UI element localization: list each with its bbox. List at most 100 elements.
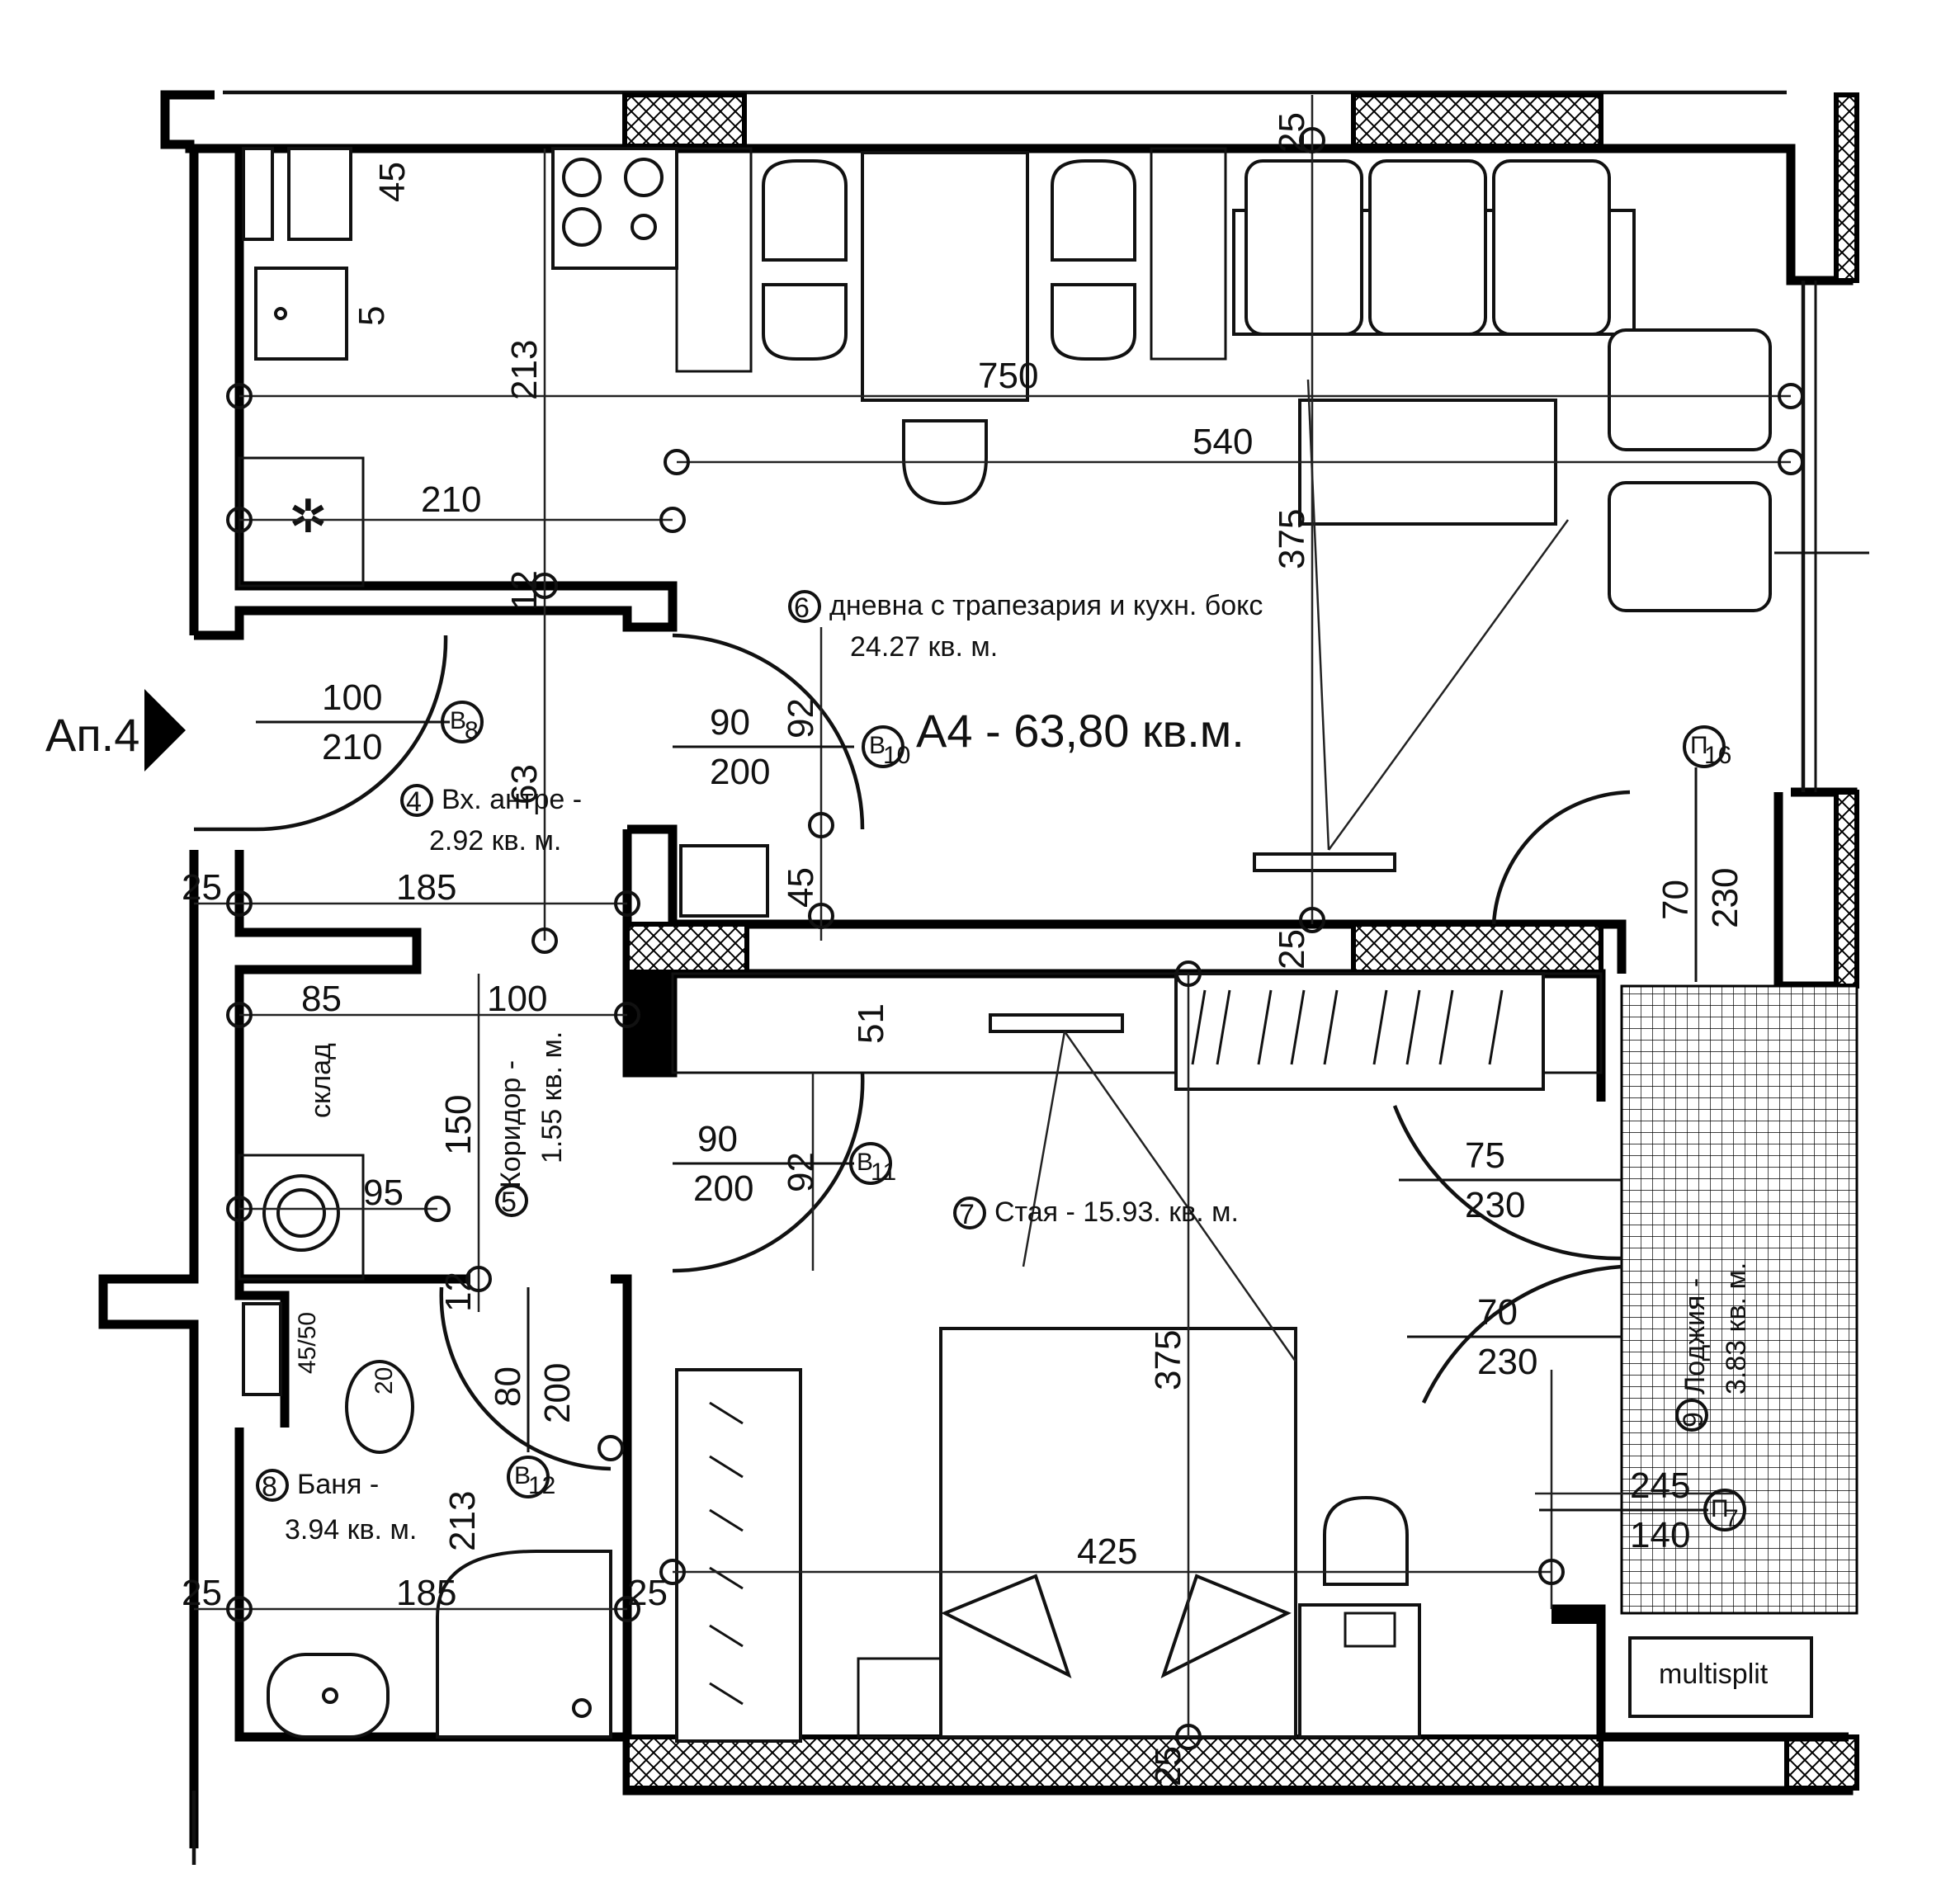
sofa-cushion — [1492, 159, 1611, 336]
ac-label: multisplit — [1659, 1659, 1769, 1690]
water-heater — [242, 1302, 282, 1396]
door-tag-badge — [862, 725, 904, 768]
storage-walls — [234, 850, 422, 1428]
storage-label: склад — [305, 1043, 337, 1118]
room-6-name: дневна с трапезария и кухн. бокс — [829, 590, 1263, 621]
room-number-badge — [788, 590, 821, 623]
door-b8-width: 100 — [322, 677, 382, 718]
door-b11-index: 11 — [871, 1159, 896, 1186]
door-b12-index: 12 — [528, 1472, 555, 1499]
cooktop — [551, 147, 678, 270]
dim-540: 540 — [1193, 422, 1253, 462]
dim-25-top: 25 — [1272, 112, 1312, 153]
door-b8-tag: B — [450, 707, 466, 734]
bedroom-wardrobe — [675, 1368, 802, 1743]
fan-icon: ✲ — [289, 490, 328, 542]
dim-25-bottom: 25 — [1148, 1746, 1188, 1786]
door-swing-loggia — [1491, 790, 1631, 925]
window-swing-1 — [1392, 1105, 1622, 1261]
door-tags: 100 210 B 8 90 200 B 10 90 200 B 11 80 2… — [256, 677, 1746, 1555]
door-p16-index: 16 — [1704, 742, 1731, 769]
room-8-area: 3.94 кв. м. — [285, 1514, 417, 1546]
window-swing-2 — [1421, 1264, 1622, 1404]
room-9-name: Лоджия - — [1679, 1278, 1711, 1395]
door-b12-tag: B — [514, 1462, 531, 1489]
left-outer-wall-bottom — [98, 850, 199, 1848]
door-p16-height: 230 — [1705, 868, 1745, 928]
dim-25-mid: 25 — [1272, 929, 1312, 970]
door-swing-living — [672, 633, 865, 830]
door-b11-tag: B — [857, 1149, 873, 1176]
dim-45-top: 45 — [372, 162, 413, 202]
entry-marker: Ап.4 — [45, 689, 186, 772]
bench-right — [1150, 147, 1227, 361]
wardrobe-hangers — [1191, 989, 1504, 1065]
dim-213-kitchen: 213 — [504, 340, 545, 400]
room-number-badge — [495, 1184, 528, 1217]
shelf-bracket — [989, 1013, 1124, 1033]
room-4-number: 4 — [406, 786, 422, 818]
door-b10-height: 200 — [710, 752, 770, 792]
entry-arrow-icon — [144, 689, 186, 772]
dim-63: 63 — [504, 764, 545, 805]
washbasin — [267, 1653, 390, 1739]
toilet — [345, 1360, 414, 1454]
chair — [1051, 159, 1136, 262]
window-2-height: 230 — [1477, 1342, 1537, 1382]
door-tag-badge — [849, 1142, 892, 1185]
dim-92-living: 92 — [781, 698, 821, 739]
door-b8-index: 8 — [465, 717, 479, 744]
door-swing-bath — [439, 1286, 612, 1471]
wardrobe-hangers — [709, 1401, 744, 1706]
door-b8-height: 210 — [322, 727, 382, 767]
dim-375-living: 375 — [1272, 509, 1312, 569]
window-2-width: 70 — [1477, 1292, 1518, 1333]
room-9-number: 9 — [1678, 1412, 1709, 1428]
chair — [1051, 283, 1136, 361]
chair — [762, 283, 848, 361]
dim-150: 150 — [438, 1095, 479, 1155]
column-bottom-right — [1784, 1734, 1859, 1791]
column-top-right — [1351, 92, 1603, 149]
loggia-tiles — [1620, 984, 1858, 1615]
door-b12-height: 200 — [537, 1363, 578, 1423]
room-8-number: 8 — [262, 1471, 277, 1503]
door-b10-tag: B — [869, 732, 886, 759]
apartment-title: A4 - 63,80 кв.м. — [916, 705, 1244, 757]
dim-185-bottom: 185 — [396, 1573, 456, 1613]
walls — [98, 90, 1859, 1865]
room-6-number: 6 — [794, 592, 810, 624]
bench-left — [675, 147, 753, 373]
desk — [1298, 1603, 1421, 1739]
desk-chair — [1323, 1495, 1409, 1586]
room-7-name: Стая - 15.93. кв. м. — [994, 1196, 1239, 1228]
dim-25-left: 25 — [182, 867, 222, 908]
ac-unit — [1628, 1636, 1813, 1718]
column-bottom — [625, 1734, 1603, 1791]
basin-drain-icon — [322, 1687, 338, 1704]
furniture: ✲ — [238, 147, 1869, 1743]
boiler-frame — [238, 1154, 365, 1281]
burner-icon — [562, 158, 602, 197]
dim-12-bottom: 12 — [438, 1272, 479, 1312]
window-1-width: 75 — [1465, 1135, 1505, 1176]
room-number-badge — [400, 784, 433, 817]
window-1-height: 230 — [1465, 1185, 1525, 1225]
door-b11-width: 90 — [697, 1119, 738, 1159]
wardrobe — [1174, 972, 1545, 1091]
entry-label: Ап.4 — [45, 709, 139, 761]
door-p7-height: 140 — [1630, 1515, 1690, 1555]
room-9-area: 3.83 кв. м. — [1721, 1262, 1752, 1395]
door-swing-entry — [255, 635, 448, 832]
burner-icon — [624, 158, 664, 197]
room-6-area: 24.27 кв. м. — [850, 631, 998, 663]
sofa-cushion — [1368, 159, 1487, 336]
column-center-left — [625, 922, 749, 975]
dim-185-top: 185 — [396, 867, 456, 908]
duct-shaft — [242, 147, 274, 241]
dim-45-50: 45/50 — [294, 1312, 321, 1374]
dim-51: 51 — [851, 1003, 891, 1044]
right-pillar-hatch — [1834, 790, 1859, 989]
dim-375-room: 375 — [1148, 1330, 1188, 1390]
pillow — [941, 1574, 1072, 1678]
